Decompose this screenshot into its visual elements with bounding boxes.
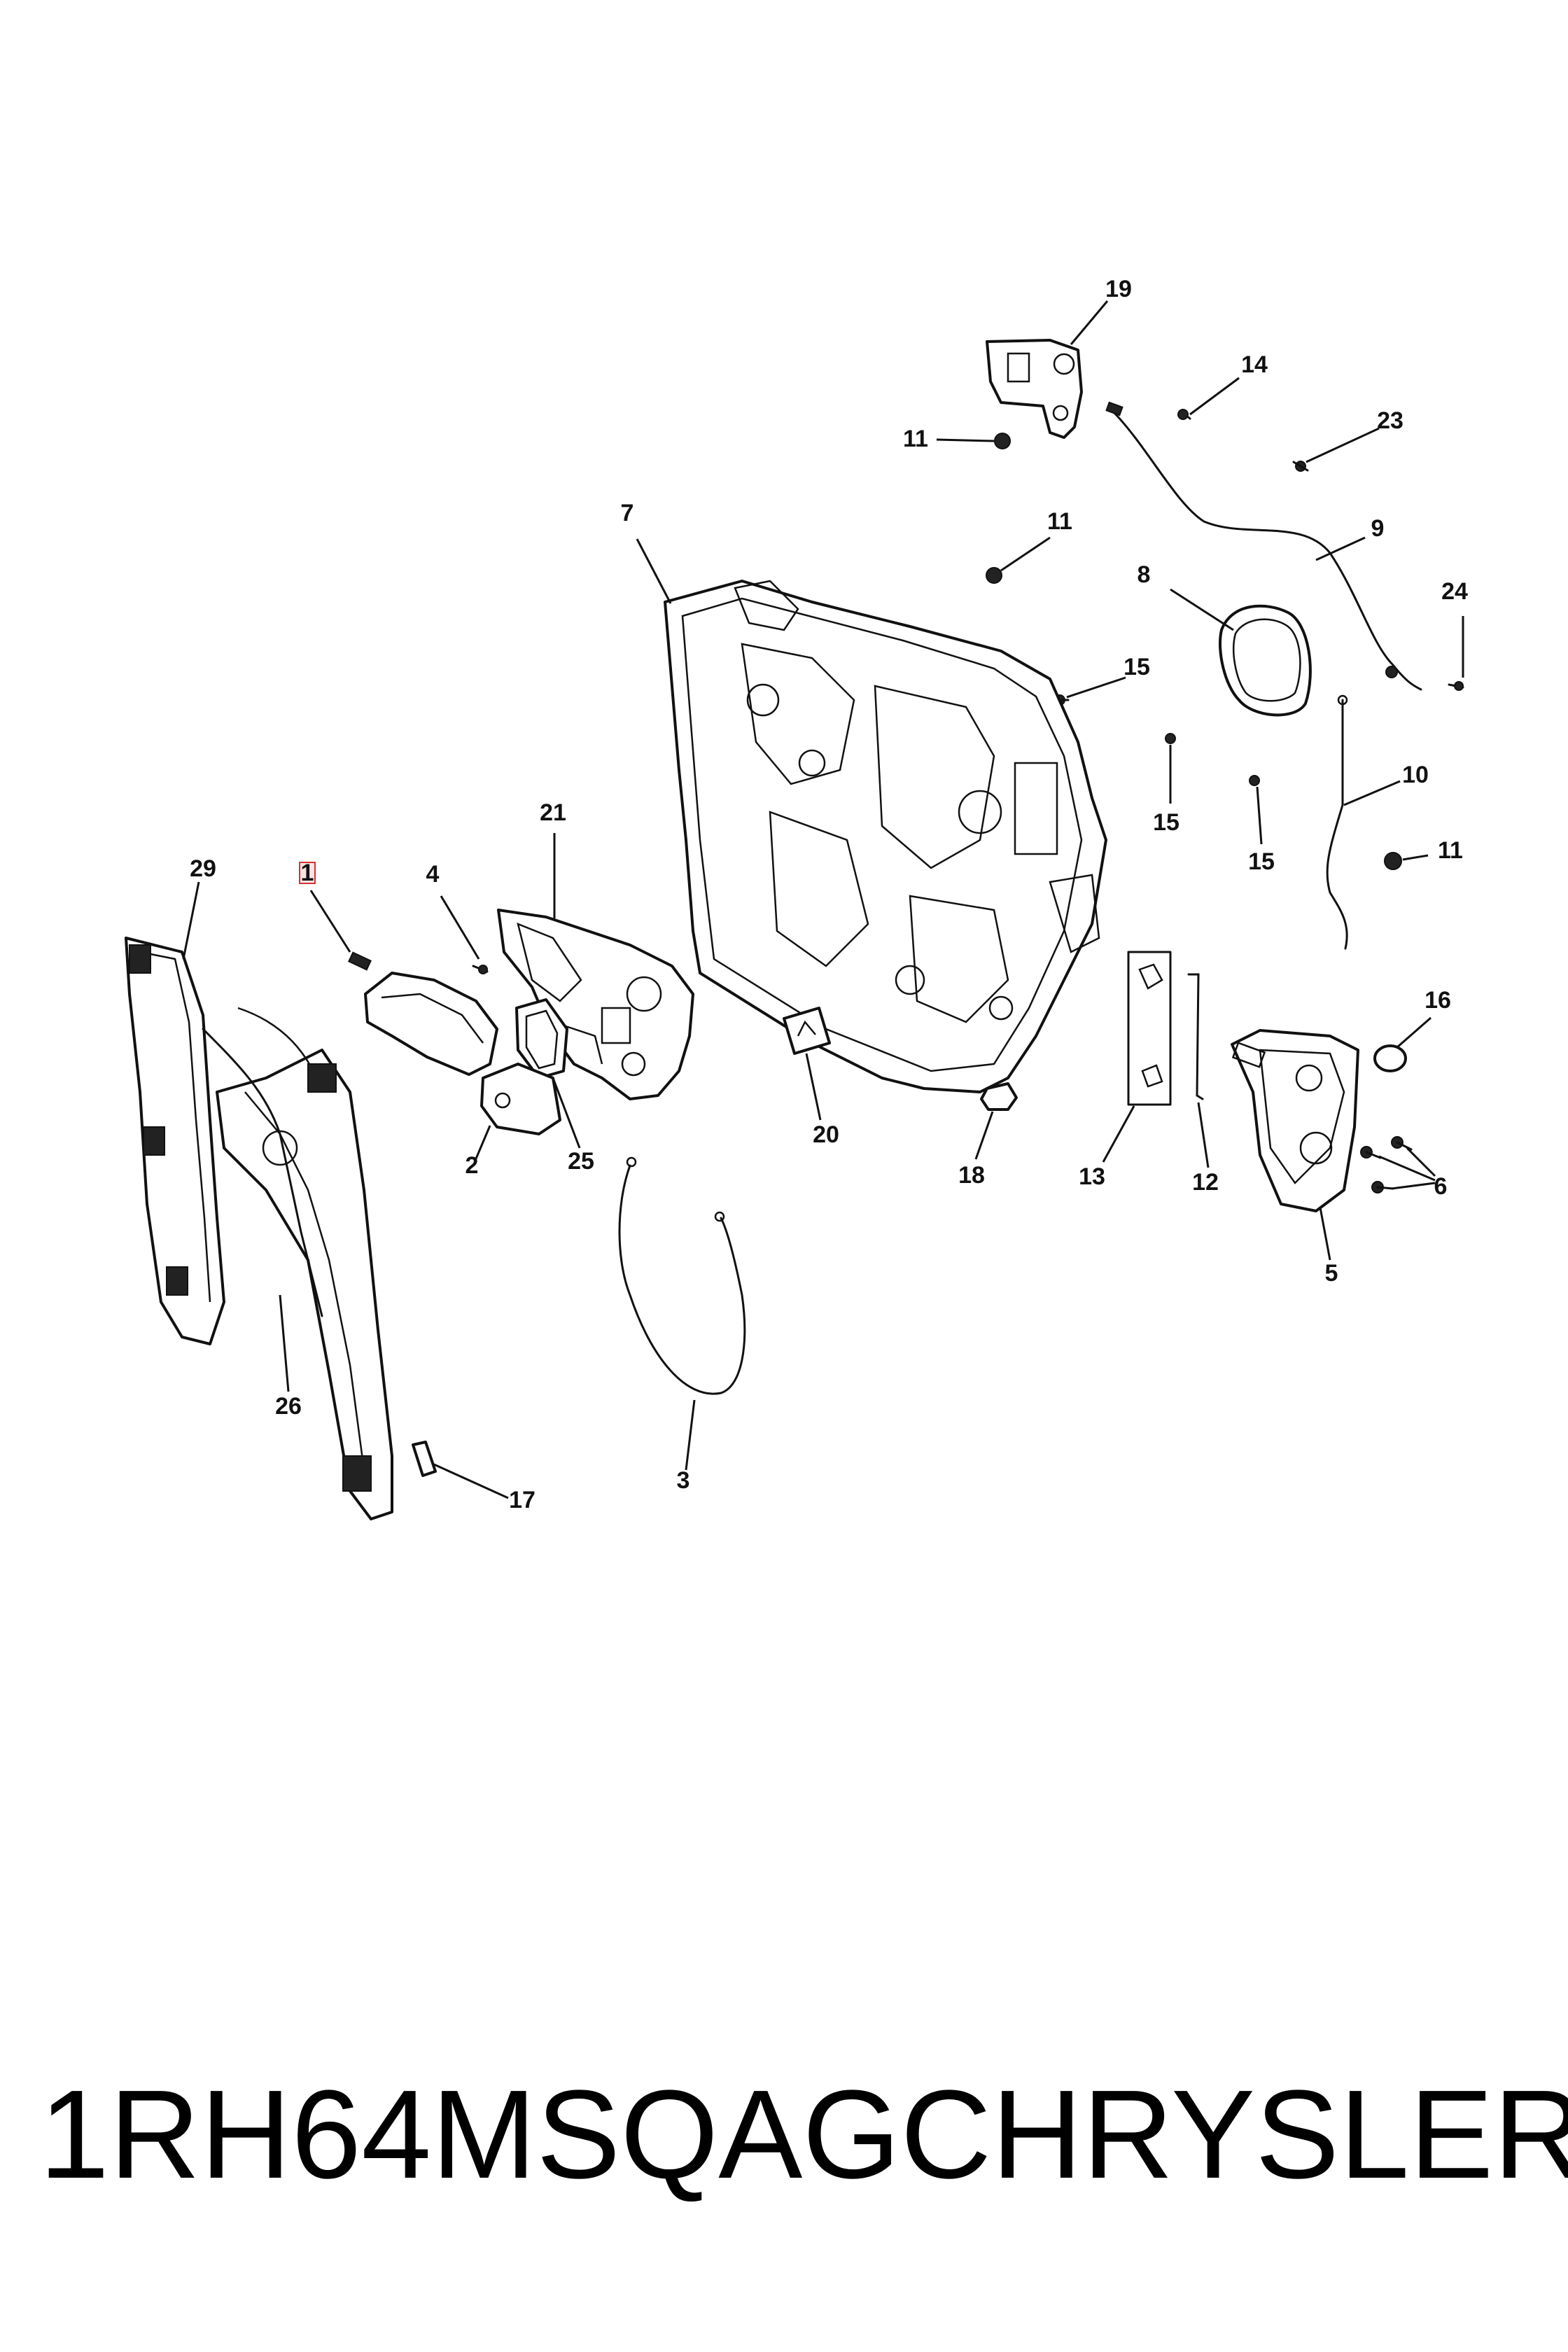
part-23-bolt xyxy=(1292,461,1309,472)
leader-11b xyxy=(1000,536,1051,572)
callout-3: 3 xyxy=(677,1467,690,1494)
leader-25 xyxy=(552,1077,581,1149)
part-29-window-rail xyxy=(125,937,225,1345)
callout-5: 5 xyxy=(1325,1260,1338,1287)
callout-10: 10 xyxy=(1402,762,1429,788)
part-19-hinge-bracket xyxy=(986,339,1083,439)
callout-1-highlight xyxy=(299,862,316,884)
leader-29 xyxy=(182,881,200,960)
leader-15c xyxy=(1256,786,1263,845)
callout-11a: 11 xyxy=(903,426,928,452)
leader-5 xyxy=(1319,1207,1331,1261)
callout-29: 29 xyxy=(190,855,216,882)
callout-11c: 11 xyxy=(1438,837,1463,864)
part-20-label xyxy=(783,1007,831,1055)
footer-caption: 1RH64MSQAG CHRYSLER xyxy=(0,2072,1568,2198)
part-11-nut-b xyxy=(986,567,1002,584)
part-11-nut-a xyxy=(994,433,1011,449)
leader-7 xyxy=(636,538,672,604)
part-15-clip-b xyxy=(1165,733,1176,744)
callout-1: 1 xyxy=(301,860,314,886)
part-15-clip-c xyxy=(1249,775,1260,786)
callout-15a: 15 xyxy=(1124,654,1150,680)
part-7-door-module-panel xyxy=(664,580,1107,1093)
part-25-gasket xyxy=(515,998,568,1079)
brand-text: CHRYSLER xyxy=(900,2064,1568,2205)
callout-26: 26 xyxy=(275,1393,302,1420)
part-18-nut xyxy=(980,1082,1018,1111)
leader-12 xyxy=(1197,1102,1210,1168)
part-4-screw xyxy=(472,965,489,974)
callout-12: 12 xyxy=(1192,1169,1219,1196)
leader-2 xyxy=(473,1125,491,1163)
leader-8 xyxy=(1170,588,1234,631)
part-1-outside-handle xyxy=(348,951,498,1076)
part-6-screws xyxy=(1360,1136,1413,1194)
leader-3 xyxy=(685,1399,696,1471)
callout-19: 19 xyxy=(1105,276,1132,302)
leader-17 xyxy=(433,1463,509,1499)
leader-10 xyxy=(1343,780,1401,806)
callout-4: 4 xyxy=(426,861,440,888)
part-9-cable xyxy=(1105,401,1422,691)
leader-9 xyxy=(1315,536,1366,561)
callout-13: 13 xyxy=(1079,1163,1105,1190)
part-24-clip xyxy=(1448,681,1464,691)
part-2-keycylinder-cap xyxy=(480,1063,561,1135)
leader-20 xyxy=(805,1053,822,1121)
callout-15b: 15 xyxy=(1153,809,1180,836)
callout-21: 21 xyxy=(540,799,566,826)
part-16-o-ring xyxy=(1373,1044,1407,1072)
part-5-latch xyxy=(1231,1029,1359,1212)
callout-25: 25 xyxy=(568,1148,594,1175)
callout-24: 24 xyxy=(1441,578,1468,605)
callout-8: 8 xyxy=(1138,561,1151,588)
callout-6: 6 xyxy=(1434,1173,1448,1200)
leader-1 xyxy=(309,890,351,953)
part-14-bolt xyxy=(1177,409,1191,420)
part-number-text: 1RH64MSQAG xyxy=(39,2064,901,2205)
callout-15c: 15 xyxy=(1248,848,1275,875)
part-17-pad xyxy=(412,1441,437,1477)
callout-2: 2 xyxy=(465,1152,479,1179)
leader-13 xyxy=(1102,1105,1135,1163)
part-26-window-regulator xyxy=(202,1007,393,1520)
leader-26 xyxy=(279,1294,290,1392)
leader-19 xyxy=(1070,300,1109,345)
callout-11b: 11 xyxy=(1047,508,1072,535)
callout-16: 16 xyxy=(1424,987,1451,1014)
callout-7: 7 xyxy=(621,500,634,526)
part-10-rod xyxy=(1326,694,1348,950)
callout-18: 18 xyxy=(958,1162,985,1189)
leader-4 xyxy=(440,895,480,960)
callout-20: 20 xyxy=(813,1121,839,1148)
callout-17: 17 xyxy=(509,1487,536,1513)
leader-16 xyxy=(1396,1016,1432,1049)
leader-15a xyxy=(1066,676,1126,699)
callout-labels: 1 2 3 4 5 6 7 8 9 10 11 11 11 12 13 14 1… xyxy=(190,276,1468,1513)
leader-14 xyxy=(1189,377,1240,416)
part-12-rod xyxy=(1187,973,1204,1100)
leader-6 xyxy=(1378,1147,1436,1190)
callout-14: 14 xyxy=(1241,351,1268,378)
callout-23: 23 xyxy=(1377,407,1404,434)
leader-11a xyxy=(936,438,995,442)
part-11-nut-c xyxy=(1384,852,1402,870)
part-3-cable xyxy=(618,1156,746,1395)
leader-18 xyxy=(974,1111,994,1160)
callout-9: 9 xyxy=(1371,515,1385,542)
leader-23 xyxy=(1306,427,1380,463)
part-13-bracket-set xyxy=(1127,951,1172,1106)
part-8-seal-ring xyxy=(1219,604,1312,717)
leader-11c xyxy=(1402,854,1429,861)
